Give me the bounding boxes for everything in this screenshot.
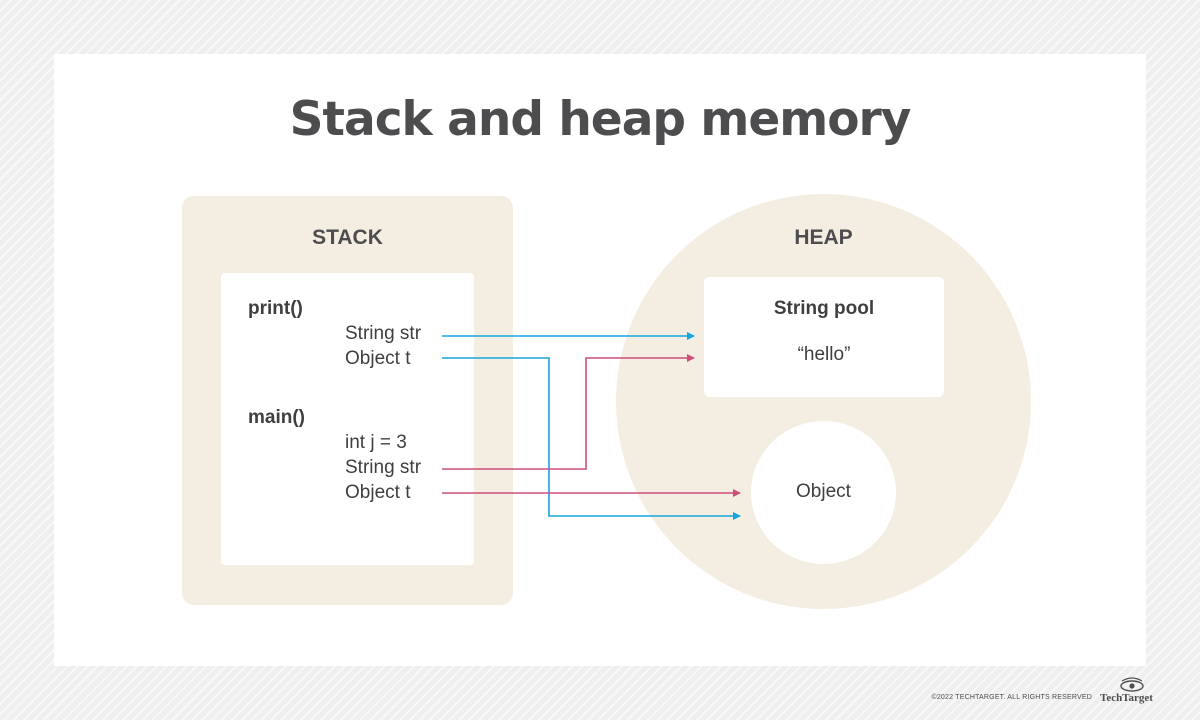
frame-print-label: print() [248,298,303,319]
print-var-string-str: String str [345,323,422,344]
copyright-text: ©2022 TECHTARGET. ALL RIGHTS RESERVED [931,694,1092,701]
heap-heading: HEAP [794,226,853,249]
diagram-title: Stack and heap memory [289,92,912,147]
heap-object-label: Object [796,481,851,502]
main-var-string-str: String str [345,457,422,478]
arrow-main-str-to-pool [442,354,695,470]
arrow-print-object-to-object [442,357,741,520]
main-var-int-j: int j = 3 [345,432,407,453]
techtarget-logo: TechTarget [1100,677,1153,707]
stack-heading: STACK [312,226,383,249]
string-pool-box [704,277,944,397]
print-var-object-t: Object t [345,348,411,369]
main-var-object-t: Object t [345,482,411,503]
eye-logo-icon [1120,677,1144,692]
brand-name: TechTarget [1100,692,1153,704]
string-pool-value: “hello” [797,344,851,365]
stack-frames-box [221,273,474,565]
string-pool-label: String pool [773,298,875,319]
heap-object-circle [751,421,896,564]
frame-main-label: main() [248,407,305,428]
